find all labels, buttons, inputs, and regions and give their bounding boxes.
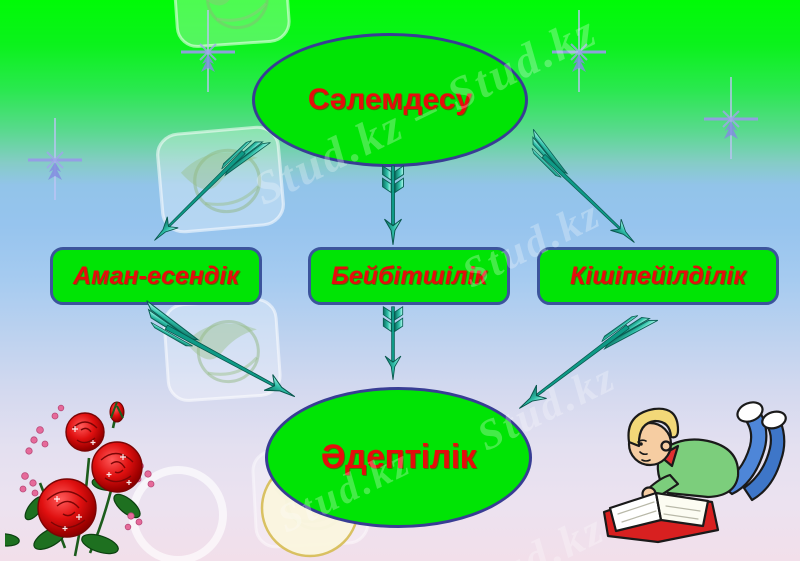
node-kishipeyildilik: Кішіпейілділік xyxy=(537,247,779,305)
node-adeptilik-label: Әдептілік xyxy=(320,438,477,476)
node-salemdesu-label: Сәлемдесу xyxy=(307,83,473,116)
boy-reading-image xyxy=(602,401,787,544)
arrow-top-to-right-icon xyxy=(519,128,644,249)
arrow-top-to-left-icon xyxy=(148,128,271,250)
rose-sparkles xyxy=(54,426,132,531)
boy-ear xyxy=(660,440,672,452)
node-beybitshilik-label: Бейбітшілік xyxy=(331,261,487,290)
node-aman-esendik-label: Аман-есендік xyxy=(72,261,240,290)
arrow-top-to-center-icon xyxy=(382,165,404,246)
arrow-center-to-bottom-icon xyxy=(382,306,404,381)
rose-flowers xyxy=(37,412,143,538)
boy-face xyxy=(637,439,651,462)
node-adeptilik: Әдептілік xyxy=(265,387,532,528)
book-page-right xyxy=(654,491,710,528)
node-aman-esendik: Аман-есендік xyxy=(50,247,262,305)
node-kishipeyildilik-label: Кішіпейілділік xyxy=(569,261,746,290)
node-salemdesu: Сәлемдесу xyxy=(252,33,528,167)
rose-bud xyxy=(109,401,125,423)
boy-shoe-back xyxy=(761,410,787,430)
red-roses-image xyxy=(5,401,155,557)
boy-shoe-front xyxy=(736,401,764,423)
node-beybitshilik: Бейбітшілік xyxy=(308,247,510,305)
